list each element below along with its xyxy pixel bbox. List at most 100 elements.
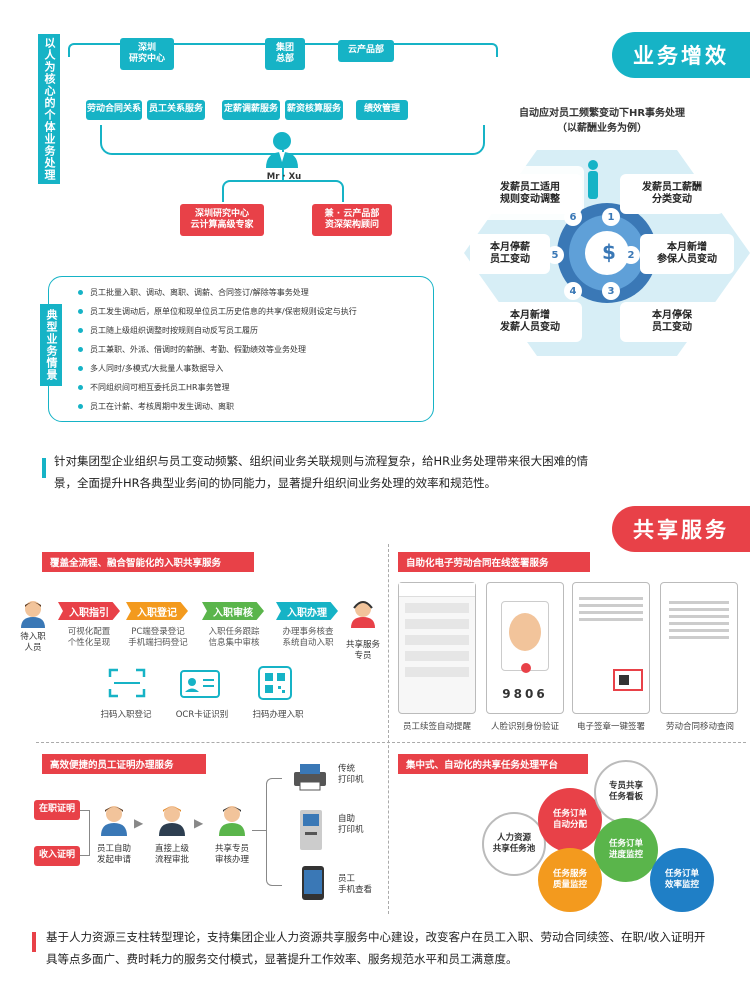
output-link — [252, 830, 266, 831]
mid-connector — [100, 125, 485, 155]
scenario-item: 员工兼职、外派、借调时的薪酬、考勤、假勤绩效等业务处理 — [76, 340, 431, 359]
employee-avatar — [100, 804, 128, 836]
candidate-label: 待入职 人员 — [20, 632, 46, 654]
caption-renewal: 员工续签自动提醒 — [402, 722, 471, 732]
node-cloud-dept: 云产品部 — [338, 40, 394, 62]
step-onboard-process: 入职办理 — [276, 602, 338, 620]
paragraph-1: 针对集团型企业组织与员工变动频繁、组织间业务关联规则与流程复杂，给HR业务处理带… — [54, 454, 589, 490]
hex-num-6: 6 — [564, 208, 582, 226]
node-architecture-consultant: 兼 · 云产品部 资深架构顾问 — [312, 204, 392, 236]
hex-cell-3: 本月停保 员工变动 — [620, 302, 724, 342]
output-mobile: 员工 手机查看 — [338, 874, 373, 896]
employee-step-label: 员工自助 发起申请 — [96, 844, 131, 866]
printer-icon — [292, 762, 328, 792]
hex-cell-6: 发薪员工适用 规则变动调整 — [478, 174, 582, 214]
scenario-item: 员工随上级组织调整时按规则自动反写员工履历 — [76, 321, 431, 340]
node-payroll: 薪资核算服务 — [285, 100, 343, 120]
scenario-list: 员工批量入职、调动、离职、调薪、合同签订/解除等事务处理 员工发生调动后，原单位… — [76, 283, 431, 416]
hex-num-4: 4 — [564, 282, 582, 300]
hex-cell-4: 本月新增 发薪人员变动 — [478, 302, 582, 342]
para1-accent — [42, 458, 46, 478]
onboard-header: 覆盖全流程、融合智能化的入职共享服务 — [42, 552, 254, 572]
cert-header: 高效便捷的员工证明办理服务 — [42, 754, 206, 774]
para2-accent — [32, 932, 36, 952]
hex-cell-2: 本月新增 参保人员变动 — [640, 234, 734, 274]
node-cloud-expert: 深圳研究中心 云计算高级专家 — [180, 204, 264, 236]
paragraph-2: 基于人力资源三支柱转型理论，支持集团企业人力资源共享服务中心建设，改变客户在员工… — [46, 930, 706, 966]
hex-num-2: 2 — [622, 246, 640, 264]
typical-scenario-label: 典型业务情景 — [40, 304, 62, 386]
money-bag-icon: $ — [602, 240, 616, 264]
person-icon — [264, 130, 300, 170]
hr-specialist-avatar — [218, 804, 246, 836]
hex-num-1: 1 — [602, 208, 620, 226]
manager-step-label: 直接上级 流程审批 — [154, 844, 189, 866]
business-efficiency-badge: 业务增效 — [612, 32, 750, 78]
task-board-circle: 专员共享 任务看板 — [594, 760, 658, 824]
tag-income-cert: 收入证明 — [34, 846, 80, 866]
icon-caption-qr: 扫码办理入职 — [252, 710, 304, 720]
qr-icon — [258, 666, 292, 700]
caption-seal: 电子签章一键签署 — [576, 722, 645, 732]
output-printer: 传统 打印机 — [338, 764, 364, 786]
econtract-header: 自助化电子劳动合同在线签署服务 — [398, 552, 590, 572]
hex-num-5: 5 — [546, 246, 564, 264]
hr-step-label: 共享专员 审核办理 — [214, 844, 249, 866]
caption-face: 人脸识别身份验证 — [490, 722, 559, 732]
scenario-item: 员工在计薪、考核周期中发生调动、离职 — [76, 397, 431, 416]
v-divider — [388, 544, 389, 914]
hex-cell-5: 本月停薪 员工变动 — [470, 234, 550, 274]
progress-monitor-circle: 任务订单 进度监控 — [594, 818, 658, 882]
specialist-label: 共享服务 专员 — [345, 640, 380, 662]
node-labor-contract: 劳动合同关系 — [86, 100, 142, 120]
person-name: Mr · Xu — [266, 172, 302, 182]
hex-subtitle: （以薪酬业务为例） — [557, 123, 647, 134]
phone-contract-view — [660, 582, 738, 714]
drop-connector — [222, 180, 344, 202]
scenario-item: 员工发生调动后，原单位和现单位员工历史信息的共享/保密规则设定与执行 — [76, 302, 431, 321]
scan-frame-icon — [108, 668, 146, 698]
step-desc-register: PC端登录登记 手机端扫码登记 — [128, 627, 188, 649]
step-desc-review: 入职任务跟踪 信息集中审核 — [208, 627, 260, 649]
hex-cell-1: 发薪员工薪酬 分类变动 — [620, 174, 724, 214]
node-group-hq: 集团 总部 — [265, 38, 305, 70]
step-onboard-guide: 入职指引 — [58, 602, 120, 620]
node-employee-relations: 员工关系服务 — [147, 100, 205, 120]
ocr-card-icon — [180, 670, 220, 698]
step-desc-guide: 可视化配置 个性化呈现 — [67, 627, 111, 649]
step-onboard-review: 入职审核 — [202, 602, 264, 620]
task-pool-circle: 人力资源 共享任务池 — [482, 812, 546, 876]
kiosk-icon — [298, 808, 324, 852]
scenario-item: 不同组织间可相互委托员工HR事务管理 — [76, 378, 431, 397]
node-performance: 绩效管理 — [356, 100, 408, 120]
platform-header: 集中式、自动化的共享任务处理平台 — [398, 754, 588, 774]
manager-avatar — [158, 804, 186, 836]
scenario-item: 员工批量入职、调动、离职、调薪、合同签订/解除等事务处理 — [76, 283, 431, 302]
step-desc-process: 办理事务核查 系统自动入职 — [282, 627, 334, 649]
individual-business-label: 以人为核心的个体业务处理 — [38, 34, 60, 184]
phone-e-seal — [572, 582, 650, 714]
output-bracket — [266, 778, 282, 886]
icon-caption-ocr: OCR卡证识别 — [175, 710, 229, 720]
specialist-avatar — [350, 600, 376, 628]
verify-code: 9806 — [502, 687, 548, 701]
mobile-icon — [298, 864, 328, 902]
step-onboard-register: 入职登记 — [126, 602, 188, 620]
hex-title: 自动应对员工频繁变动下HR事务处理 — [518, 108, 686, 119]
scenario-item: 多人同时/多模式/大批量人事数据导入 — [76, 359, 431, 378]
output-kiosk: 自助 打印机 — [338, 814, 364, 836]
candidate-avatar — [20, 600, 46, 628]
shared-service-badge: 共享服务 — [612, 506, 750, 552]
auto-assign-circle: 任务订单 自动分配 — [538, 788, 602, 852]
hex-num-3: 3 — [602, 282, 620, 300]
arrow-icon: ▶ — [134, 816, 144, 830]
quality-monitor-circle: 任务服务 质量监控 — [538, 848, 602, 912]
tag-employment-cert: 在职证明 — [34, 800, 80, 820]
arrow-icon: ▶ — [194, 816, 204, 830]
h-divider — [36, 742, 746, 743]
worker-icon — [586, 160, 600, 200]
caption-view: 劳动合同移动查阅 — [665, 722, 734, 732]
phone-renewal — [398, 582, 476, 714]
node-salary-adjust: 定薪调薪服务 — [222, 100, 280, 120]
phone-face-verify: 9806 — [486, 582, 564, 714]
